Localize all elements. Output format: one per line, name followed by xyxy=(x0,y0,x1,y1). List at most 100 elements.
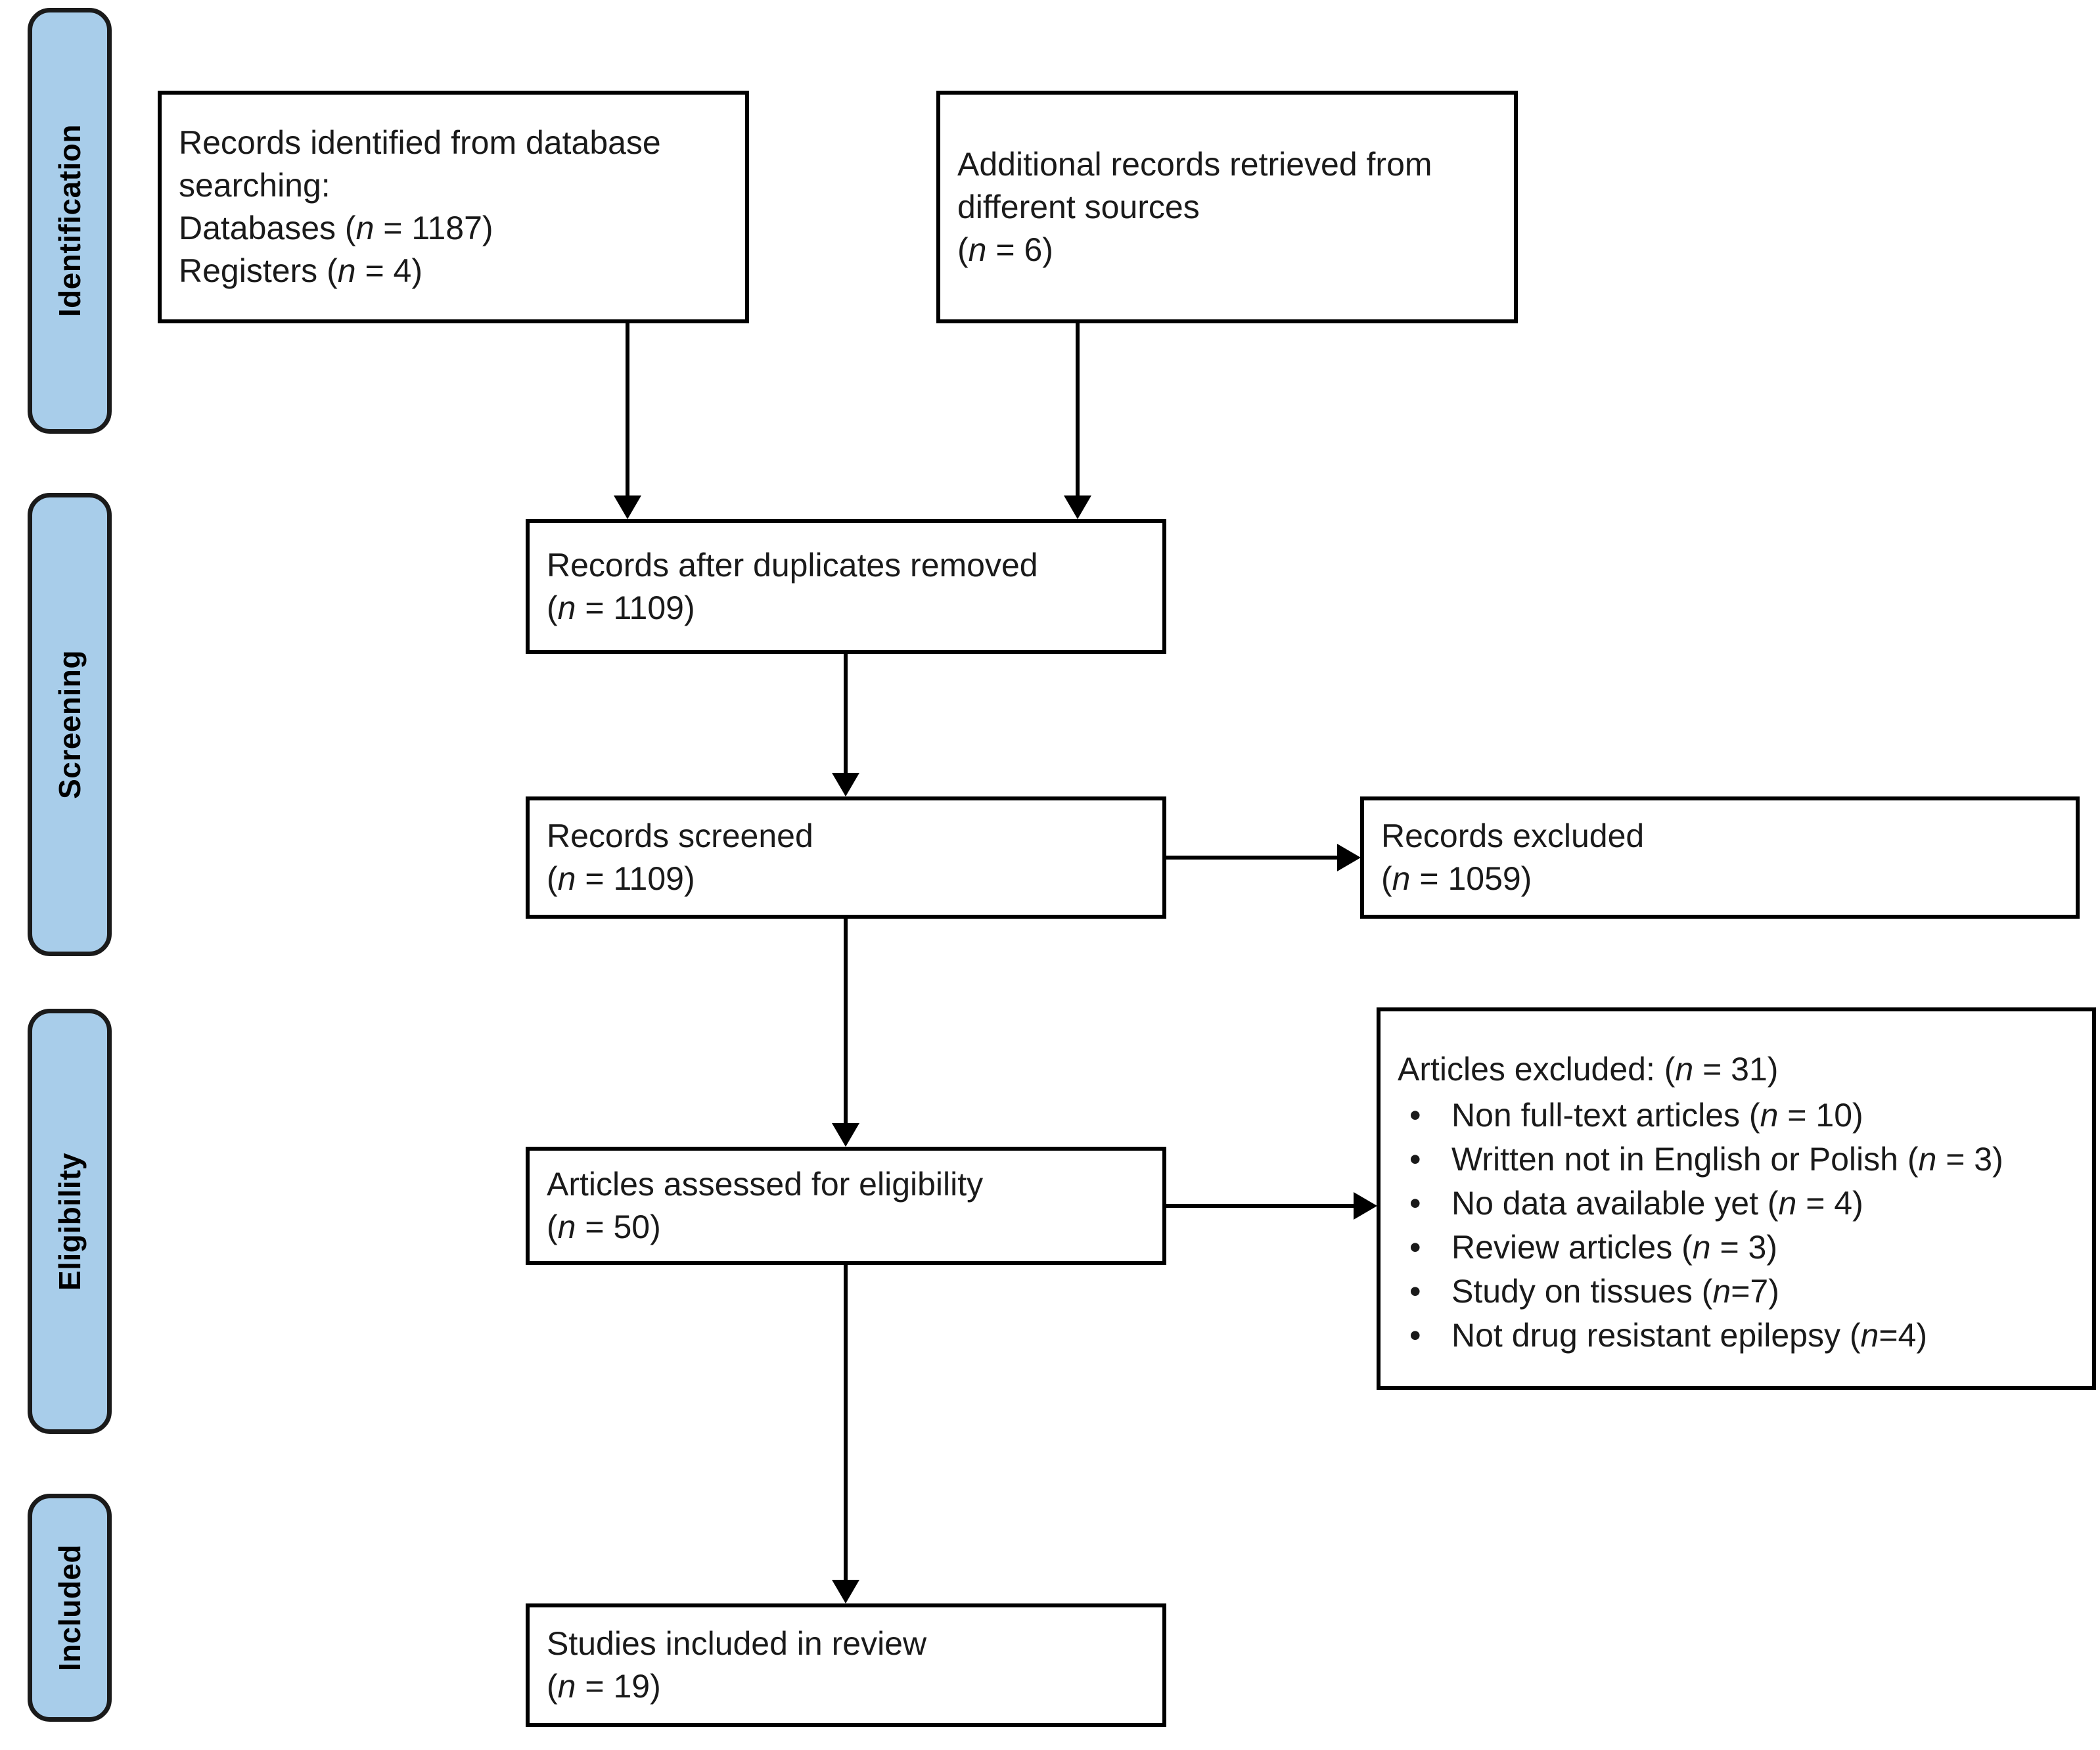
reason-count: = 3) xyxy=(1710,1229,1778,1266)
reason-text: Not drug resistant epilepsy ( xyxy=(1451,1317,1861,1354)
records-excluded-line1: Records excluded xyxy=(1381,817,1645,854)
records-screened-line1: Records screened xyxy=(547,817,813,854)
box-records-identified-text: Records identified from database searchin… xyxy=(162,122,745,292)
reason-text: No data available yet ( xyxy=(1451,1185,1779,1222)
arrowhead-additional-to-duplicates xyxy=(1064,495,1091,519)
box-studies-included-text: Studies included in review (n = 19) xyxy=(530,1623,1162,1708)
connector-identified-to-duplicates xyxy=(626,323,629,495)
connector-assessed-to-included xyxy=(844,1265,848,1580)
connector-duplicates-to-screened xyxy=(844,654,848,773)
box-records-screened: Records screened (n = 1109) xyxy=(526,796,1166,919)
stage-band-eligibility: Eligibility xyxy=(28,1009,112,1434)
stage-band-screening: Screening xyxy=(28,493,112,956)
additional-records-count-open: ( xyxy=(957,231,969,268)
articles-excluded-heading-suffix: = 31) xyxy=(1693,1051,1779,1088)
reason-n-glyph: n xyxy=(1692,1229,1711,1266)
studies-included-count-open: ( xyxy=(547,1668,558,1705)
records-identified-databases-label: Databases ( xyxy=(179,210,356,246)
records-identified-line2: searching: xyxy=(179,167,331,204)
records-screened-count-open: ( xyxy=(547,860,558,897)
arrowhead-assessed-to-included xyxy=(832,1580,859,1603)
reason-n-glyph: n xyxy=(1778,1185,1797,1222)
arrowhead-screened-to-assessed xyxy=(832,1123,859,1147)
additional-records-n-glyph: n xyxy=(968,231,987,268)
studies-included-n-glyph: n xyxy=(557,1668,576,1705)
box-articles-excluded: Articles excluded: (n = 31) •Non full-te… xyxy=(1377,1007,2096,1390)
list-item: • Study on tissues (n=7) xyxy=(1404,1270,2075,1314)
reason-count: = 10) xyxy=(1778,1097,1863,1134)
arrowhead-assessed-to-articles-excluded xyxy=(1354,1192,1377,1220)
additional-records-line1: Additional records retrieved from xyxy=(957,145,1432,183)
stage-band-identification: Identification xyxy=(28,8,112,434)
records-identified-line1: Records identified from database xyxy=(179,124,661,161)
list-item: • Written not in English or Polish (n = 3… xyxy=(1404,1138,2075,1182)
arrowhead-identified-to-duplicates xyxy=(614,495,641,519)
box-records-identified: Records identified from database searchin… xyxy=(158,91,749,323)
after-duplicates-line1: Records after duplicates removed xyxy=(547,546,1038,584)
after-duplicates-count-open: ( xyxy=(547,589,558,626)
records-identified-registers-label: Registers ( xyxy=(179,252,338,289)
list-item: • Non full-text articles (n = 10) xyxy=(1404,1094,2075,1138)
reason-text: Study on tissues ( xyxy=(1451,1273,1713,1310)
box-records-screened-text: Records screened (n = 1109) xyxy=(530,815,1162,900)
articles-assessed-count-open: ( xyxy=(547,1209,558,1245)
bullet-icon: • xyxy=(1409,1097,1421,1134)
stage-band-eligibility-label: Eligibility xyxy=(53,1152,87,1291)
articles-assessed-count-value: = 50) xyxy=(576,1209,661,1245)
reason-count: = 3) xyxy=(1936,1141,2003,1178)
reason-text: Review articles ( xyxy=(1451,1229,1693,1266)
after-duplicates-count-value: = 1109) xyxy=(576,589,695,626)
bullet-icon: • xyxy=(1409,1141,1421,1178)
arrowhead-screened-to-excluded xyxy=(1337,844,1361,871)
after-duplicates-n-glyph: n xyxy=(557,589,576,626)
connector-screened-to-excluded xyxy=(1166,856,1337,860)
box-articles-assessed-text: Articles assessed for eligibility (n = 50… xyxy=(530,1163,1162,1249)
records-screened-count-value: = 1109) xyxy=(576,860,695,897)
records-screened-n-glyph: n xyxy=(557,860,576,897)
articles-excluded-heading-n-glyph: n xyxy=(1675,1051,1694,1088)
connector-assessed-to-articles-excluded xyxy=(1166,1204,1354,1208)
records-identified-databases-n-glyph: n xyxy=(355,210,375,246)
list-item: • No data available yet (n = 4) xyxy=(1404,1182,2075,1226)
stage-band-included-label: Included xyxy=(53,1544,87,1672)
records-identified-registers-n-glyph: n xyxy=(337,252,356,289)
box-records-excluded-text: Records excluded(n = 1059) xyxy=(1364,815,2076,900)
articles-excluded-heading-prefix: Articles excluded: ( xyxy=(1398,1051,1676,1088)
articles-excluded-reason-list: •Non full-text articles (n = 10) •Writte… xyxy=(1381,1094,2092,1358)
box-records-after-duplicates: Records after duplicates removed (n = 110… xyxy=(526,519,1166,654)
additional-records-count-value: = 6) xyxy=(986,231,1053,268)
reason-text: Non full-text articles ( xyxy=(1451,1097,1760,1134)
reason-count: =4) xyxy=(1879,1317,1927,1354)
studies-included-count-value: = 19) xyxy=(576,1668,661,1705)
box-studies-included: Studies included in review (n = 19) xyxy=(526,1603,1166,1727)
bullet-icon: • xyxy=(1409,1273,1421,1310)
stage-band-screening-label: Screening xyxy=(53,650,87,799)
list-item: • Review articles (n = 3) xyxy=(1404,1226,2075,1270)
connector-additional-to-duplicates xyxy=(1076,323,1080,495)
arrowhead-duplicates-to-screened xyxy=(832,773,859,796)
reason-n-glyph: n xyxy=(1712,1273,1731,1310)
articles-excluded-heading: Articles excluded: (n = 31) xyxy=(1381,1048,2092,1094)
reason-n-glyph: n xyxy=(1760,1097,1779,1134)
reason-count: =7) xyxy=(1731,1273,1779,1310)
records-excluded-n-glyph: n xyxy=(1392,860,1411,897)
bullet-icon: • xyxy=(1409,1229,1421,1266)
box-records-excluded: Records excluded(n = 1059) xyxy=(1360,796,2080,919)
articles-assessed-n-glyph: n xyxy=(557,1209,576,1245)
articles-assessed-line1: Articles assessed for eligibility xyxy=(547,1166,984,1203)
stage-band-included: Included xyxy=(28,1494,112,1722)
records-identified-registers-value: = 4) xyxy=(355,252,422,289)
records-identified-databases-value: = 1187) xyxy=(374,210,493,246)
box-articles-assessed: Articles assessed for eligibility (n = 50… xyxy=(526,1147,1166,1265)
bullet-icon: • xyxy=(1409,1185,1421,1222)
reason-count: = 4) xyxy=(1796,1185,1863,1222)
stage-band-identification-label: Identification xyxy=(53,124,87,317)
reason-text: Written not in English or Polish ( xyxy=(1451,1141,1919,1178)
bullet-icon: • xyxy=(1409,1317,1421,1354)
records-excluded-count-value: = 1059) xyxy=(1410,860,1532,897)
studies-included-line1: Studies included in review xyxy=(547,1625,927,1662)
reason-n-glyph: n xyxy=(1918,1141,1937,1178)
